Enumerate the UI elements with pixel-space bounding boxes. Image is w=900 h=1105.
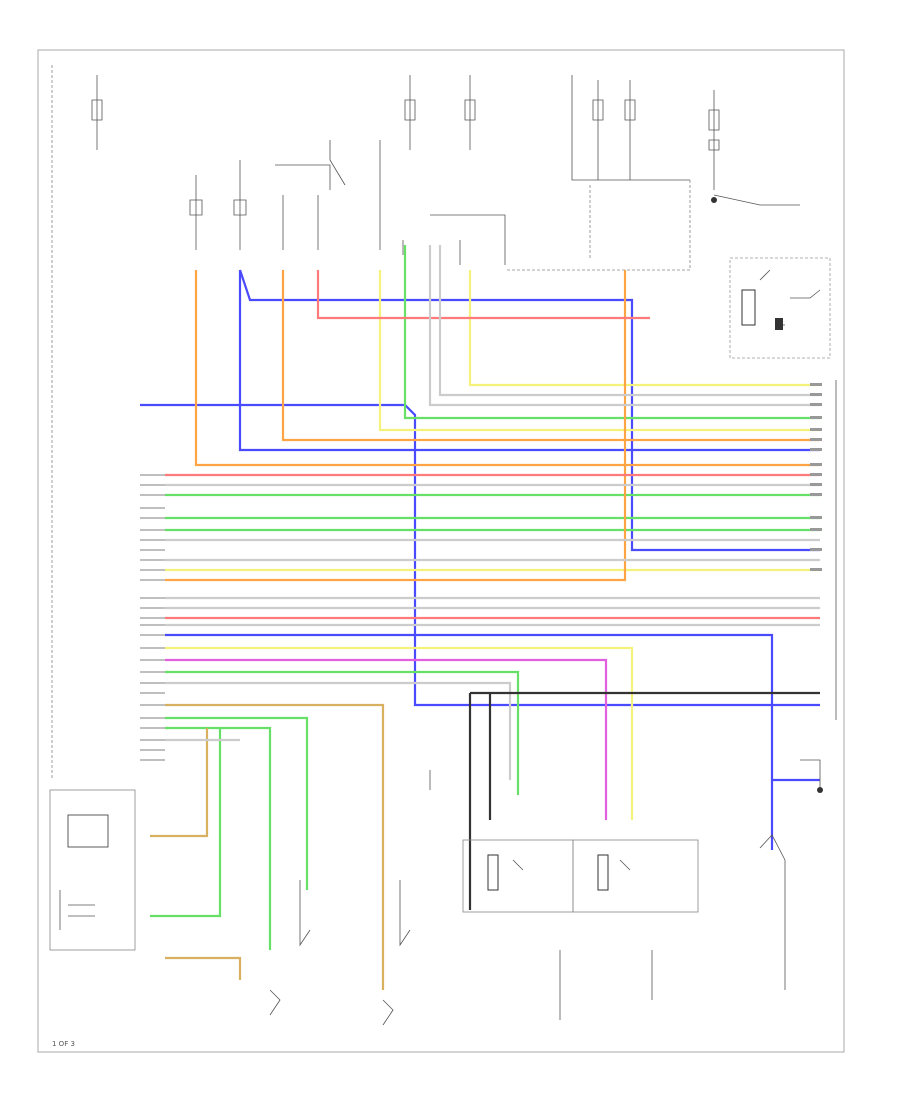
wire-blue-top xyxy=(238,269,820,552)
fuse-block-top xyxy=(91,75,800,206)
lower-components xyxy=(269,759,823,1026)
diagram-border xyxy=(37,49,845,1053)
wire-green-1 xyxy=(403,245,820,420)
module-pin-stubs xyxy=(140,474,165,761)
tick-marks xyxy=(810,383,822,571)
wire-orange-1 xyxy=(281,270,820,442)
wire-pink-1 xyxy=(316,270,650,320)
wire-blue-loop xyxy=(140,403,820,707)
wire-yellow-1 xyxy=(468,270,820,387)
lower-left-module xyxy=(49,789,136,951)
switch-group xyxy=(189,140,506,265)
wire-blue-lower xyxy=(238,270,820,452)
starter-relay xyxy=(729,257,831,359)
figure-number: 1 OF 3 xyxy=(52,1040,75,1048)
